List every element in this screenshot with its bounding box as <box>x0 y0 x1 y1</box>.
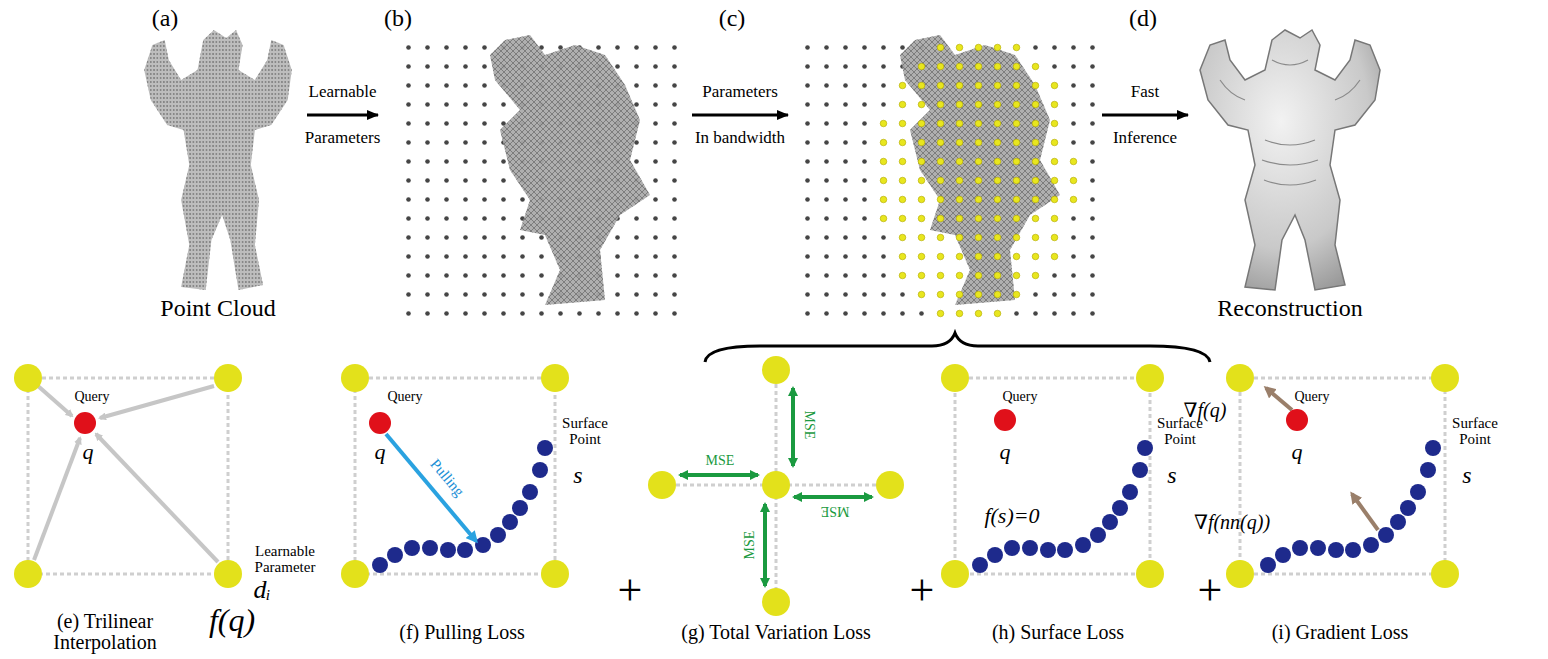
figure-panel: (a) Point Cloud <box>130 0 305 330</box>
grid-dots <box>400 35 690 320</box>
equation-label: f(s)=0 <box>984 503 1039 529</box>
query-label: Query <box>388 389 423 405</box>
subfigure-caption: (h) Surface Loss <box>992 621 1124 644</box>
subfigure-caption: (g) Total Variation Loss <box>681 621 871 644</box>
pull-label: Pulling <box>427 456 468 500</box>
arrow-label: Fast Inference <box>1110 69 1180 161</box>
gradient-label: ∇f(nn(q)) <box>1194 510 1270 534</box>
loss-label: MSE <box>742 531 758 560</box>
subfigure-caption: (f) Pulling Loss <box>399 621 525 644</box>
function-label: f(q) <box>209 602 255 639</box>
point-label: q <box>83 439 94 465</box>
param-symbol: dᵢ <box>253 575 270 605</box>
figure-panel: (c) <box>790 0 1100 330</box>
bandwidth-dots <box>880 44 1077 317</box>
total-variation-panel <box>648 356 904 616</box>
point-label: q <box>375 439 386 465</box>
panel-caption: Reconstruction <box>1217 295 1362 322</box>
reconstruction-mesh <box>1200 30 1380 290</box>
point-cloud <box>144 30 292 290</box>
flow-arrow <box>692 114 788 117</box>
gradient-panel <box>1226 364 1459 588</box>
loss-label: MSE <box>821 503 850 519</box>
panel-letter: (b) <box>384 5 412 32</box>
query-label: Query <box>1003 389 1038 405</box>
grid-dots <box>800 35 1095 320</box>
gradient-label: ∇f(q) <box>1184 398 1227 422</box>
panel-caption: Point Cloud <box>160 295 275 322</box>
flow-arrow <box>307 114 378 117</box>
surface-label: Surface Point <box>1444 416 1506 448</box>
query-label: Query <box>75 389 110 405</box>
arrow-label: Parameters In bandwidth <box>694 69 786 161</box>
surface-panel <box>941 364 1164 588</box>
figure-panel: (d)Reconstruction <box>1190 0 1390 330</box>
trilinear-panel <box>14 364 242 588</box>
flow-arrow <box>1102 114 1188 117</box>
arrow-label: Learnable Parameters <box>303 69 383 161</box>
surface-label: Surface Point <box>554 416 616 448</box>
query-label: Query <box>1295 389 1330 405</box>
point-label: q <box>1000 439 1011 465</box>
side-shape <box>900 35 1060 305</box>
subfigure-caption: (e) Trilinear Interpolation <box>23 611 188 653</box>
subfigure-caption: (i) Gradient Loss <box>1272 621 1409 644</box>
plus-sign: + <box>1198 565 1223 616</box>
panel-letter: (d) <box>1129 5 1157 32</box>
param-label: Learnable Parameter <box>245 544 325 576</box>
point-label: s <box>1167 462 1176 489</box>
loss-label: MSE <box>801 411 817 440</box>
point-label: s <box>1462 462 1471 489</box>
plus-sign: + <box>910 565 935 616</box>
plus-sign: + <box>618 565 643 616</box>
loss-label: MSE <box>706 453 735 469</box>
point-label: q <box>1292 439 1303 465</box>
figure-panel: (b) <box>380 0 690 330</box>
point-label: s <box>573 462 582 489</box>
panel-letter: (c) <box>719 5 746 32</box>
pulling-panel <box>341 364 569 588</box>
side-shape <box>490 35 650 305</box>
panel-letter: (a) <box>152 5 179 32</box>
